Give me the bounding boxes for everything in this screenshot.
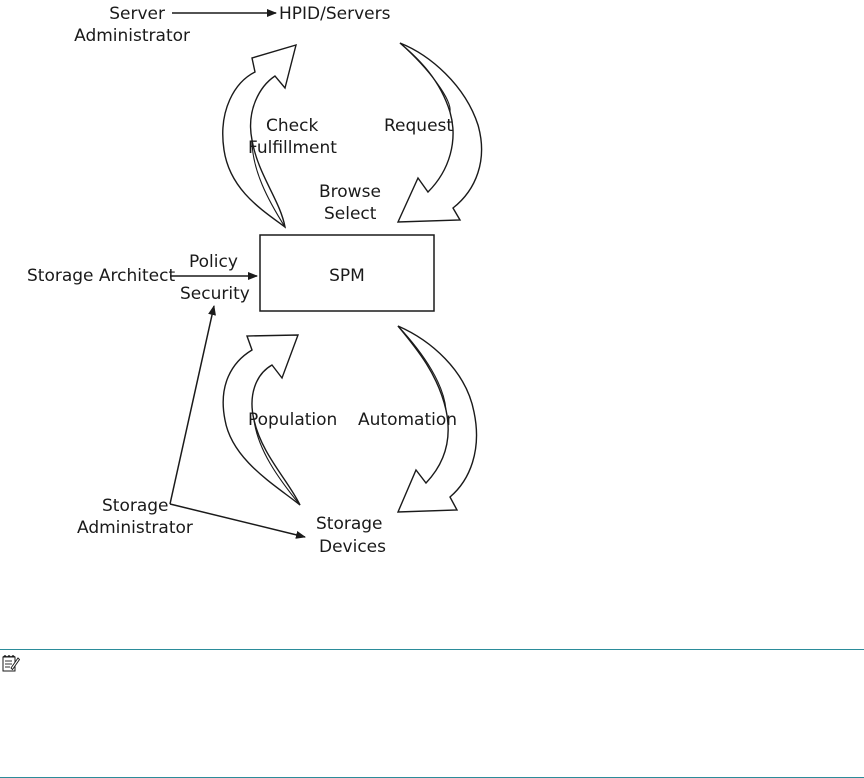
storage-administrator-label-line1: Storage [102, 496, 169, 516]
population-arrow [222, 334, 301, 506]
storage-devices-label-line2: Devices [319, 537, 386, 557]
storage-admin-to-security-arrow [169, 305, 216, 505]
hpid-servers-label: HPID/Servers [279, 4, 391, 24]
fulfillment-label: Fulfillment [248, 138, 337, 158]
request-label: Request [384, 116, 453, 136]
storage-devices-label-line1: Storage [316, 514, 383, 534]
check-label: Check [266, 116, 318, 136]
server-administrator-label-line2: Administrator [74, 26, 190, 46]
automation-arrow [396, 325, 478, 513]
storage-architect-label: Storage Architect [27, 266, 175, 286]
storage-admin-to-devices-arrow [169, 503, 306, 539]
request-arrow [396, 42, 483, 223]
security-label: Security [180, 284, 250, 304]
note-top-rule [0, 649, 864, 650]
server-administrator-label-line1: Server [109, 4, 165, 24]
policy-label: Policy [189, 252, 238, 272]
note-icon [2, 655, 20, 672]
automation-label: Automation [358, 410, 457, 430]
population-label: Population [248, 410, 337, 430]
check-fulfillment-arrow [222, 43, 297, 229]
storage-administrator-label-line2: Administrator [77, 518, 193, 538]
spm-label: SPM [329, 266, 365, 286]
select-label: Select [324, 204, 377, 224]
spm-box [259, 234, 435, 312]
spm-workflow-diagram: Server Administrator HPID/Servers Check … [27, 4, 483, 557]
browse-label: Browse [319, 182, 381, 202]
